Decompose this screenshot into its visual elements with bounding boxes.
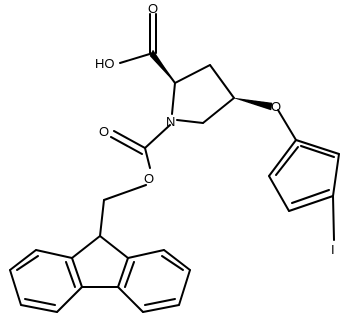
- left-ring-bond-3-inner: [24, 298, 56, 306]
- aryl-ring-bond-4: [268, 175, 290, 212]
- right-ring-bond-5-inner: [161, 255, 184, 271]
- left-ring-bond-1-inner: [65, 261, 76, 288]
- atom-label-carbamate-o: O: [99, 124, 109, 139]
- right-ring-bond-6: [127, 249, 165, 259]
- ring-bond-c5-n: [176, 119, 204, 124]
- right-ring-bond-3-inner: [144, 298, 176, 306]
- carbonyl-double-bond-1: [113, 130, 146, 149]
- atom-label-acid-o: O: [148, 1, 158, 16]
- ring-bond-c3-c4: [209, 64, 235, 99]
- ester-o-ch2-bond: [103, 184, 147, 201]
- stereo-wedge-c2-carboxyl: [149, 49, 176, 84]
- left-ring-bond-4: [9, 269, 22, 306]
- ring-bond-c2-c3: [174, 64, 211, 84]
- n-carbonyl-bond: [144, 124, 171, 149]
- left-ring-bond-2: [56, 286, 83, 313]
- ether-o-aryl-bond: [277, 109, 297, 141]
- right-ring-bond-4: [178, 269, 191, 306]
- ch2-c9-bond: [99, 199, 105, 237]
- atom-label-ester-o: O: [144, 171, 154, 186]
- left-ring-bond-3: [20, 304, 58, 313]
- aryl-ring-bond-5-inner: [275, 146, 299, 176]
- carbonyl-double-bond-2: [110, 136, 143, 155]
- fmoc-carbamate-group: [99, 124, 171, 237]
- aryl-ring-bond-3-inner: [291, 189, 330, 204]
- iodophenoxy-group: [268, 109, 340, 241]
- atom-label-ho: HO: [95, 56, 115, 71]
- fluorene-c9-c8a-bond: [99, 235, 129, 259]
- right-ring-bond-3: [142, 304, 180, 313]
- left-ring-bond-5-inner: [16, 255, 39, 271]
- ring-bond-c4-c5: [202, 97, 235, 124]
- aryl-iodine-bond: [332, 195, 335, 241]
- fluorenyl-group: [9, 235, 191, 313]
- stereo-wedge-c4-oxygen: [233, 97, 273, 111]
- acid-c-oh-bond: [119, 52, 154, 64]
- pyrrolidine-ring: [171, 64, 235, 124]
- aryl-ring-bond-3: [288, 195, 334, 212]
- aryl-ring-bond-1: [295, 139, 340, 155]
- fluorene-c9-c9a-bond: [71, 235, 101, 259]
- left-ring-bond-5: [9, 249, 37, 271]
- aryl-ring-bond-1-inner: [300, 145, 335, 158]
- left-ring-bond-1: [71, 257, 83, 288]
- atom-label-n: N: [166, 114, 175, 129]
- aryl-ring-bond-2: [332, 153, 340, 197]
- atom-labels: HO O N O O O I: [95, 1, 335, 257]
- right-ring-bond-2: [117, 286, 144, 313]
- aryl-ring-bond-5: [268, 139, 297, 177]
- right-ring-bond-1: [117, 257, 129, 288]
- left-ring-bond-6: [35, 249, 73, 259]
- atom-label-iodine: I: [331, 242, 335, 257]
- right-ring-bond-5: [163, 249, 191, 271]
- carbonyl-ester-o-bond: [144, 147, 151, 169]
- atom-label-ether-o: O: [271, 99, 281, 114]
- right-ring-bond-1-inner: [124, 261, 135, 288]
- ring-bond-n-c2: [171, 82, 176, 115]
